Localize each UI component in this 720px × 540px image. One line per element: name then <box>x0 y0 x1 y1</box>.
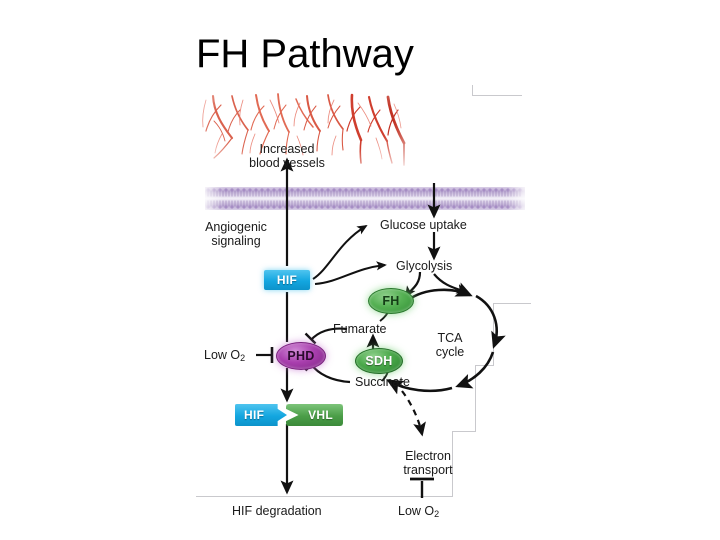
frame-line-bottom-horizontal <box>196 496 453 497</box>
inhibition-bar-fumarate-phd <box>304 332 317 345</box>
page-title: FH Pathway <box>196 32 414 76</box>
electron-label-line2: transport <box>403 463 453 477</box>
frame-line-right-lower-vertical <box>475 365 476 431</box>
blood-vessels-caption-line1: Increased <box>259 142 315 156</box>
blood-vessels-caption-line2: blood vessels <box>249 156 325 170</box>
low-oxygen-left-text: Low O <box>204 348 241 362</box>
hif-complex-node[interactable]: HIF <box>235 404 287 426</box>
glycolysis-label: Glycolysis <box>396 259 453 273</box>
frame-line-bottom-vertical <box>452 431 453 496</box>
line-fumarate-to-phd <box>310 327 348 341</box>
blood-vessel-illustration <box>190 88 415 180</box>
frame-line-right-bottom-horizontal <box>452 431 476 432</box>
low-oxygen-left-subscript: 2 <box>240 353 246 363</box>
fh-enzyme-node[interactable]: FH <box>368 288 414 314</box>
tca-label-line1: TCA <box>437 331 463 345</box>
hif-degradation-label: HIF degradation <box>232 504 322 518</box>
frame-line-top-right-vertical <box>472 85 473 96</box>
hif-node[interactable]: HIF <box>264 270 310 290</box>
fumarate-label: Fumarate <box>333 322 387 336</box>
low-oxygen-bottom-subscript: 2 <box>434 509 440 519</box>
arrow-tca-to-electron-transport <box>401 390 426 437</box>
sdh-enzyme-node[interactable]: SDH <box>355 348 403 374</box>
angiogenic-label-line2: signaling <box>211 234 261 248</box>
vhl-node[interactable]: VHL <box>286 404 343 426</box>
glucose-uptake-label: Glucose uptake <box>380 218 467 232</box>
low-oxygen-label-left: Low O2 <box>204 348 245 365</box>
succinate-label: Succinate <box>355 375 410 389</box>
phd-enzyme-node[interactable]: PHD <box>276 342 326 370</box>
electron-label-line1: Electron <box>405 449 451 463</box>
angiogenic-signaling-label: Angiogenic signaling <box>205 220 267 248</box>
blood-vessels-caption: Increased blood vessels <box>249 142 325 170</box>
frame-line-right-upper-horizontal <box>493 303 531 304</box>
angiogenic-label-line1: Angiogenic <box>205 220 267 234</box>
tca-label-line2: cycle <box>435 345 465 359</box>
low-oxygen-bottom-text: Low O <box>398 504 435 518</box>
arrow-hif-to-glycolysis <box>314 261 387 285</box>
electron-transport-label: Electron transport <box>403 449 452 477</box>
arrow-hif-to-glucose-uptake <box>312 225 368 280</box>
hif-vhl-complex[interactable]: HIF VHL <box>235 404 345 426</box>
low-oxygen-label-bottom: Low O2 <box>398 504 439 521</box>
frame-line-top-right-horizontal <box>472 95 522 96</box>
tca-cycle-label: TCA cycle <box>436 331 464 359</box>
plasma-membrane <box>200 184 530 213</box>
